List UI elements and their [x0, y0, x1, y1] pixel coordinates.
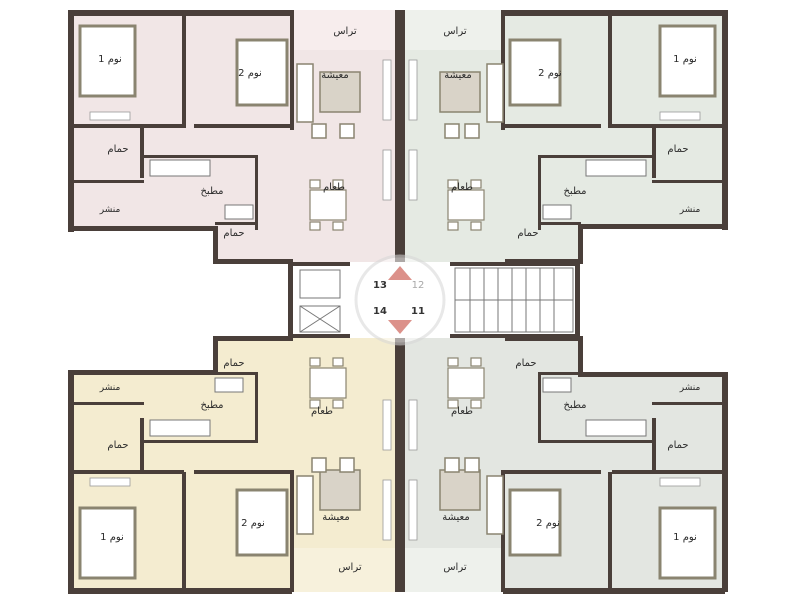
apartment-numbers: 13 12 14 11 — [373, 280, 425, 317]
apartment-number: 14 — [373, 306, 387, 317]
down-arrow-icon — [388, 320, 412, 334]
counter-icon — [149, 419, 211, 437]
bed-icon — [658, 24, 717, 98]
bedroom-1-label: نوم 1 — [673, 532, 697, 543]
dining-table-icon — [447, 357, 485, 409]
beds — [78, 24, 717, 580]
guest-bath-label: حمام — [515, 358, 536, 369]
terrace-bottom-left-floor — [292, 548, 395, 592]
terrace-top-left-floor — [292, 10, 395, 50]
living-label: معيشة — [322, 512, 349, 523]
counter-icon — [149, 159, 211, 177]
sofa-icon — [296, 63, 361, 139]
apartment-number: 12 — [412, 280, 425, 291]
living-label: معيشة — [444, 70, 471, 81]
apartment-number: 13 — [373, 280, 387, 291]
dining-table-icon — [309, 179, 347, 231]
elevator — [299, 269, 341, 333]
terrace-label: تراس — [443, 26, 467, 37]
bed-icon — [508, 488, 562, 557]
kitchen-label: مطبخ — [200, 186, 223, 197]
dining-table-icon — [447, 179, 485, 231]
guest-bath-label: حمام — [223, 228, 244, 239]
room-labels: تراس نوم 1 نوم 2 معيشة حمام مطبخ طعام حم… — [98, 26, 700, 573]
dining-label: طعام — [311, 406, 333, 417]
counter-icon — [585, 419, 647, 437]
bedroom-2-label: نوم 2 — [241, 518, 265, 529]
sofa-icon — [439, 457, 504, 535]
bed-icon — [658, 506, 717, 580]
guest-bath-label: حمام — [517, 228, 538, 239]
counter-icon — [542, 204, 572, 220]
counter-icon — [224, 204, 254, 220]
laundry-label: منشر — [679, 383, 701, 393]
walls — [68, 10, 728, 594]
kitchen-label: مطبخ — [200, 400, 223, 411]
sofa-icon — [439, 63, 504, 139]
bathroom-label: حمام — [107, 144, 128, 155]
living-label: معيشة — [442, 512, 469, 523]
bed-icon — [508, 38, 562, 107]
bedroom-1-label: نوم 1 — [98, 54, 122, 65]
terrace-top-right-floor — [405, 10, 503, 50]
living-label: معيشة — [321, 70, 348, 81]
bedroom-2-label: نوم 2 — [536, 518, 560, 529]
apartment-number: 11 — [411, 306, 425, 317]
bed-icon — [235, 488, 289, 557]
dining-label: طعام — [323, 182, 345, 193]
up-arrow-icon — [388, 266, 412, 280]
sofa-icon — [296, 457, 361, 535]
bedroom-2-label: نوم 2 — [238, 68, 262, 79]
kitchen-label: مطبخ — [563, 186, 586, 197]
laundry-label: منشر — [99, 383, 121, 393]
kitchen-counters — [149, 159, 647, 437]
unit-bottom-right-floor — [405, 338, 722, 590]
dining-table-icon — [309, 357, 347, 409]
windows — [89, 59, 701, 541]
sofas — [296, 63, 504, 535]
terrace-bottom-right-floor — [405, 548, 503, 592]
terrace-label: تراس — [333, 26, 357, 37]
laundry-label: منشر — [679, 205, 701, 215]
bathroom-label: حمام — [107, 440, 128, 451]
counter-icon — [542, 377, 572, 393]
counter-icon — [585, 159, 647, 177]
bedroom-1-label: نوم 1 — [100, 532, 124, 543]
bed-icon — [235, 38, 289, 107]
bed-icon — [78, 24, 137, 98]
bathroom-label: حمام — [667, 144, 688, 155]
terrace-label: تراس — [443, 562, 467, 573]
bathroom-label: حمام — [667, 440, 688, 451]
bedroom-1-label: نوم 1 — [673, 54, 697, 65]
counter-icon — [214, 377, 244, 393]
dining-label: طعام — [451, 182, 473, 193]
watermark-logo — [354, 254, 446, 346]
dining-tables — [309, 179, 485, 409]
laundry-label: منشر — [99, 205, 121, 215]
dining-label: طعام — [451, 406, 473, 417]
bed-icon — [78, 506, 137, 580]
terrace-label: تراس — [338, 562, 362, 573]
guest-bath-label: حمام — [223, 358, 244, 369]
bedroom-2-label: نوم 2 — [538, 68, 562, 79]
staircase — [454, 267, 574, 333]
kitchen-label: مطبخ — [563, 400, 586, 411]
